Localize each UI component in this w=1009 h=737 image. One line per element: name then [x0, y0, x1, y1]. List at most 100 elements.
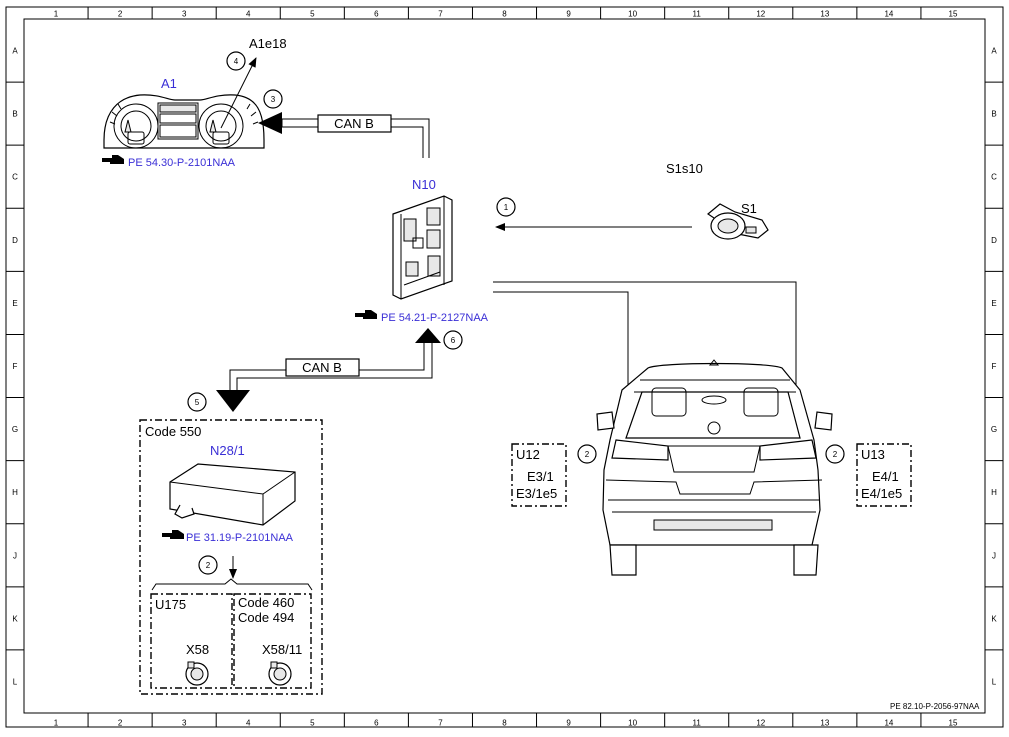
- u12-box: [511, 443, 567, 507]
- grid-column-label: 7: [438, 10, 443, 19]
- grid-row-label: L: [992, 677, 997, 686]
- switch-s1: S1s10 S1: [495, 161, 769, 240]
- grid-column-label: 13: [820, 719, 829, 728]
- grid-row-label: J: [992, 551, 996, 560]
- grid-row-label: D: [991, 236, 997, 245]
- grid-row-label: G: [12, 425, 18, 434]
- x58-label: X58: [186, 642, 209, 657]
- can-bus-top: CAN B: [258, 112, 430, 158]
- grid-column-label: 15: [949, 10, 958, 19]
- grid-column-label: 14: [884, 10, 893, 19]
- grid-column-label: 6: [374, 10, 379, 19]
- grid-row-label: K: [12, 614, 18, 623]
- instrument-cluster-a1: A1: [103, 57, 265, 149]
- grid-row-label: F: [13, 362, 18, 371]
- grid-column-label: 1: [54, 719, 59, 728]
- grid-row-label: C: [12, 173, 18, 182]
- s1-label: S1: [741, 201, 757, 216]
- grid-column-label: 2: [118, 719, 123, 728]
- grid-labels: 1122334455667788991010111112121313141415…: [12, 10, 997, 728]
- code460-box: [233, 593, 312, 689]
- grid-row-label: D: [12, 236, 18, 245]
- grid-row-label: E: [991, 299, 996, 308]
- hand-pointer-icon: [162, 530, 184, 539]
- footer-reference: PE 82.10-P-2056-97NAA: [890, 702, 980, 711]
- grid-column-label: 10: [628, 719, 637, 728]
- svg-text:4: 4: [234, 57, 239, 66]
- grid-row-label: G: [991, 425, 997, 434]
- svg-text:2: 2: [206, 561, 211, 570]
- grid-marks: [6, 7, 1003, 727]
- grid-column-label: 14: [884, 719, 893, 728]
- grid-row-label: J: [13, 551, 17, 560]
- grid-column-label: 4: [246, 719, 251, 728]
- grid-column-label: 3: [182, 719, 187, 728]
- svg-text:PE 54.21-P-2127NAA: PE 54.21-P-2127NAA: [381, 312, 489, 324]
- grid-row-label: A: [12, 47, 18, 56]
- code460-label: Code 460: [238, 595, 294, 610]
- step-markers: 1 2 2 2 3 4 5 6: [187, 51, 845, 575]
- grid-row-label: E: [12, 299, 17, 308]
- svg-text:2: 2: [585, 450, 590, 459]
- grid-column-label: 8: [502, 10, 507, 19]
- n10-reference[interactable]: PE 54.21-P-2127NAA: [355, 310, 489, 324]
- grid-column-label: 2: [118, 10, 123, 19]
- grid-column-label: 10: [628, 10, 637, 19]
- grid-row-label: C: [991, 173, 997, 182]
- grid-row-label: H: [991, 488, 997, 497]
- grid-row-label: B: [991, 110, 996, 119]
- grid-column-label: 11: [693, 719, 702, 728]
- grid-column-label: 4: [246, 10, 251, 19]
- n28-label: N28/1: [210, 443, 245, 458]
- u12-label: U12: [516, 447, 540, 462]
- svg-text:PE 31.19-P-2101NAA: PE 31.19-P-2101NAA: [186, 532, 294, 544]
- svg-text:5: 5: [195, 398, 200, 407]
- hand-pointer-icon: [355, 310, 377, 319]
- svg-text:3: 3: [271, 95, 276, 104]
- grid-column-label: 3: [182, 10, 187, 19]
- grid-row-label: H: [12, 488, 18, 497]
- n28-reference[interactable]: PE 31.19-P-2101NAA: [162, 530, 294, 544]
- u175-box: [150, 593, 233, 689]
- svg-text:CAN B: CAN B: [302, 360, 342, 375]
- hand-pointer-icon: [102, 155, 124, 164]
- grid-row-label: B: [12, 110, 17, 119]
- grid-row-label: F: [992, 362, 997, 371]
- u12-lamp: E3/1: [527, 469, 554, 484]
- grid-column-label: 6: [374, 719, 379, 728]
- code550-label: Code 550: [145, 424, 201, 439]
- can-bus-bottom: CAN B: [216, 328, 441, 412]
- inner-frame: [23, 18, 986, 714]
- grid-column-label: 9: [566, 10, 571, 19]
- u13-label: U13: [861, 447, 885, 462]
- svg-text:PE 54.30-P-2101NAA: PE 54.30-P-2101NAA: [128, 157, 236, 169]
- vehicle-rear: [596, 359, 833, 576]
- outer-frame: [5, 6, 1004, 728]
- grid-row-label: A: [991, 47, 997, 56]
- a1-label: A1: [161, 76, 177, 91]
- svg-text:2: 2: [833, 450, 838, 459]
- n10-label: N10: [412, 177, 436, 192]
- u13-box: [856, 443, 912, 507]
- grid-column-label: 7: [438, 719, 443, 728]
- u13-lamp: E4/1: [872, 469, 899, 484]
- u13-lamp-bulb: E4/1e5: [861, 486, 902, 501]
- grid-column-label: 5: [310, 10, 315, 19]
- grid-column-label: 11: [693, 10, 702, 19]
- u175-label: U175: [155, 597, 186, 612]
- socket-x5811-icon: [268, 661, 292, 686]
- socket-x58-icon: [185, 661, 209, 686]
- grid-column-label: 13: [820, 10, 829, 19]
- grid-column-label: 12: [756, 10, 765, 19]
- grid-column-label: 15: [949, 719, 958, 728]
- u12-lamp-bulb: E3/1e5: [516, 486, 557, 501]
- s1s10-label: S1s10: [666, 161, 703, 176]
- code550-box: [139, 419, 323, 695]
- a1e18-label: A1e18: [249, 36, 287, 51]
- grid-column-label: 8: [502, 719, 507, 728]
- a1-reference[interactable]: PE 54.30-P-2101NAA: [102, 155, 236, 169]
- svg-text:6: 6: [451, 336, 456, 345]
- code494-label: Code 494: [238, 610, 294, 625]
- svg-text:CAN B: CAN B: [334, 116, 374, 131]
